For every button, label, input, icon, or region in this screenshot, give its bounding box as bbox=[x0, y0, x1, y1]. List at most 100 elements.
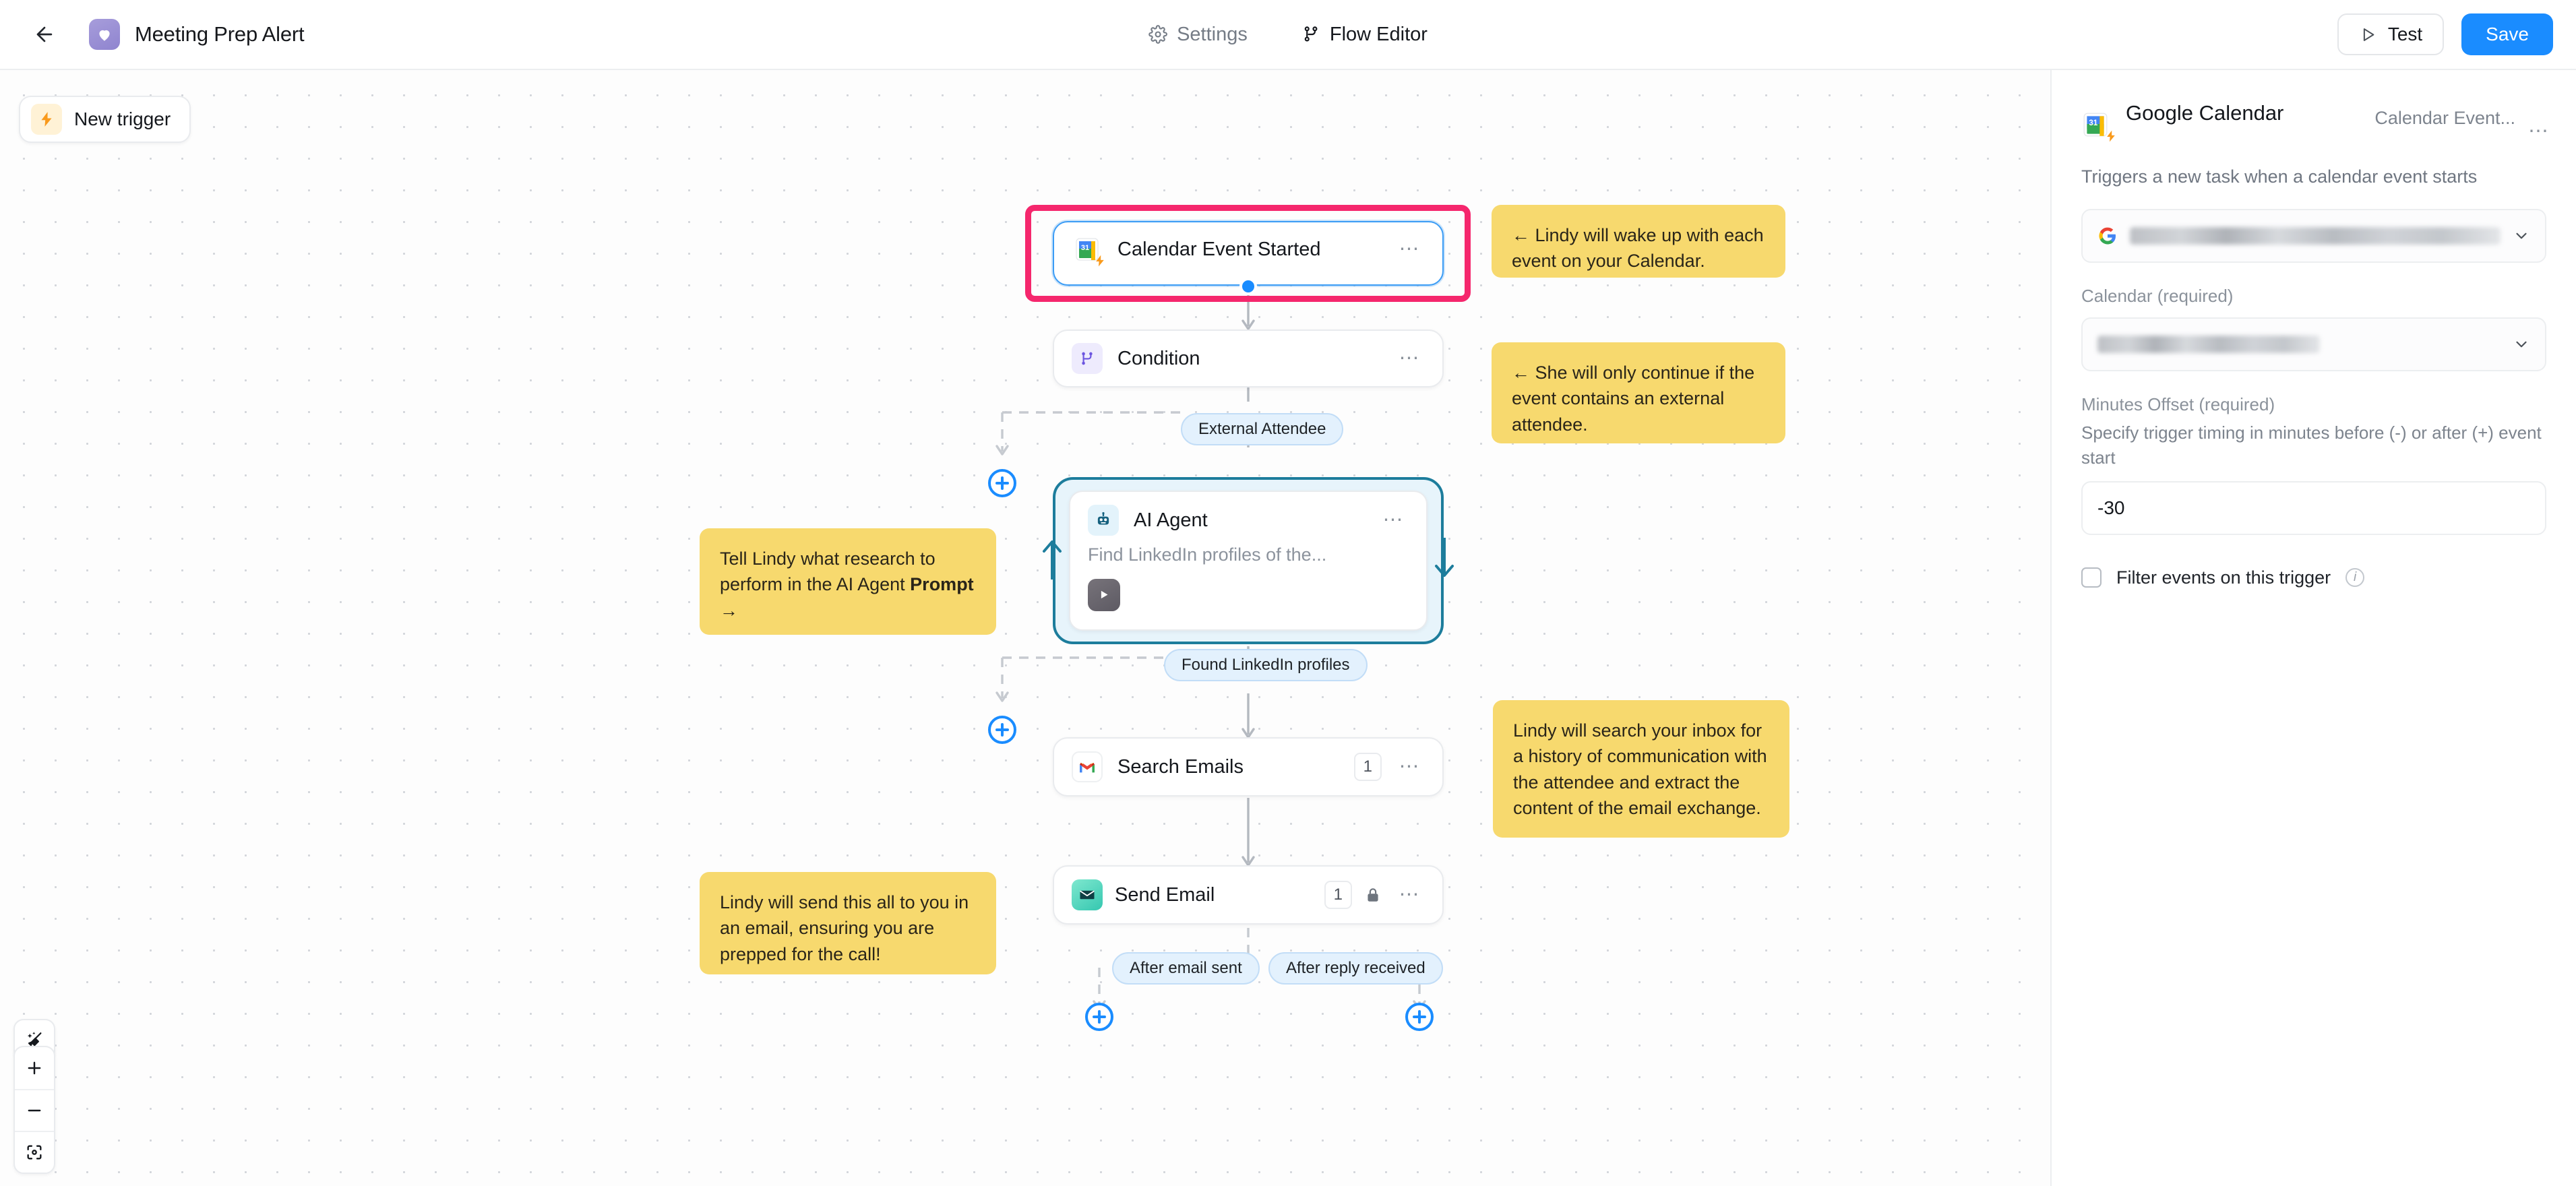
node-calendar-event-started[interactable]: 31 Calendar Event Started ⋯ bbox=[1053, 221, 1444, 286]
calendar-field: Calendar (required) bbox=[2081, 286, 2546, 371]
minus-icon bbox=[28, 1109, 41, 1112]
trigger-config-panel: 31 Google Calendar Calendar Event... ⋯ T… bbox=[2050, 70, 2576, 1186]
note-send-email: Lindy will send this all to you in an em… bbox=[700, 872, 996, 974]
loop-arrow-down-icon bbox=[1435, 538, 1454, 577]
save-button-label: Save bbox=[2486, 24, 2529, 44]
node-search-emails[interactable]: Search Emails 1 ⋯ bbox=[1053, 737, 1444, 797]
note-search-emails: Lindy will search your inbox for a histo… bbox=[1493, 700, 1789, 838]
minutes-offset-field: Minutes Offset (required) Specify trigge… bbox=[2081, 394, 2546, 535]
minutes-offset-label: Minutes Offset (required) bbox=[2081, 394, 2275, 414]
google-account-select[interactable] bbox=[2081, 208, 2546, 263]
note-condition: ← She will only continue if the event co… bbox=[1492, 342, 1785, 443]
node-title: AI Agent bbox=[1134, 509, 1208, 531]
flow-canvas[interactable]: New trigger 31 Calendar Event Started ⋯ bbox=[0, 70, 2050, 1186]
zoom-in-button[interactable] bbox=[15, 1047, 54, 1089]
new-trigger-label: New trigger bbox=[74, 108, 171, 129]
lock-icon bbox=[1364, 885, 1384, 905]
note-trigger: ← Lindy will wake up with each event on … bbox=[1492, 205, 1785, 278]
note-agent-prompt: Tell Lindy what research to perform in t… bbox=[700, 528, 996, 635]
test-button[interactable]: Test bbox=[2337, 13, 2445, 55]
fit-view-button[interactable] bbox=[15, 1131, 54, 1173]
play-icon bbox=[2363, 28, 2374, 41]
back-button[interactable] bbox=[26, 15, 63, 53]
calendar-select[interactable] bbox=[2081, 317, 2546, 371]
google-calendar-icon: 31 bbox=[2081, 111, 2115, 142]
add-step-button-condition-branch[interactable] bbox=[988, 469, 1016, 497]
node-title: Calendar Event Started bbox=[1117, 238, 1321, 260]
test-button-label: Test bbox=[2387, 24, 2423, 44]
node-menu-button[interactable]: ⋯ bbox=[1399, 347, 1421, 369]
panel-title: Google Calendar bbox=[2126, 101, 2284, 125]
lightning-bolt-icon bbox=[2107, 130, 2115, 142]
node-subtitle: Find LinkedIn profiles of the... bbox=[1088, 544, 1327, 565]
calendar-field-label: Calendar (required) bbox=[2081, 285, 2234, 306]
edge-label-after-email-sent[interactable]: After email sent bbox=[1112, 952, 1260, 985]
perplexity-tool-icon[interactable] bbox=[1088, 579, 1120, 611]
node-menu-button[interactable]: ⋯ bbox=[1382, 509, 1405, 531]
plus-icon bbox=[28, 1061, 41, 1075]
add-step-button-after-email-sent[interactable] bbox=[1085, 1003, 1113, 1031]
envelope-icon bbox=[1072, 879, 1103, 910]
minutes-offset-input[interactable]: -30 bbox=[2081, 480, 2546, 535]
panel-subtitle: Calendar Event... bbox=[2374, 108, 2515, 128]
node-condition[interactable]: Condition ⋯ bbox=[1053, 330, 1444, 387]
chevron-down-icon bbox=[2516, 341, 2527, 348]
node-step-badge: 1 bbox=[1353, 753, 1382, 781]
gear-icon bbox=[1148, 25, 1167, 44]
chevron-down-icon bbox=[2516, 232, 2527, 239]
calendar-select-value bbox=[2097, 335, 2320, 353]
node-send-email[interactable]: Send Email 1 ⋯ bbox=[1053, 865, 1444, 925]
google-g-icon bbox=[2099, 227, 2116, 245]
filter-events-row[interactable]: Filter events on this trigger i bbox=[2081, 567, 2546, 588]
node-title: Condition bbox=[1117, 347, 1200, 369]
condition-branch-icon bbox=[1072, 343, 1103, 374]
fit-to-view-icon bbox=[27, 1145, 42, 1160]
robot-icon bbox=[1088, 505, 1119, 536]
lindy-logo-icon bbox=[99, 30, 110, 41]
lightning-bolt-badge bbox=[31, 104, 62, 135]
top-bar: Meeting Prep Alert Settings Flow Editor … bbox=[0, 0, 2576, 70]
tab-flow-editor[interactable]: Flow Editor bbox=[1288, 15, 1441, 54]
node-menu-button[interactable]: ⋯ bbox=[1399, 238, 1421, 260]
filter-events-label: Filter events on this trigger bbox=[2116, 567, 2331, 588]
node-tool-list bbox=[1070, 565, 1426, 627]
magic-broom-icon bbox=[27, 1032, 42, 1047]
lightning-bolt-icon bbox=[41, 112, 52, 127]
node-step-badge: 1 bbox=[1324, 881, 1352, 909]
panel-menu-button[interactable]: ⋯ bbox=[2528, 120, 2550, 142]
add-step-button-agent-branch[interactable] bbox=[988, 716, 1016, 744]
gmail-icon bbox=[1072, 751, 1103, 782]
svg-text:31: 31 bbox=[1081, 244, 1089, 252]
zoom-controls bbox=[13, 1046, 55, 1174]
node-ai-agent[interactable]: AI Agent ⋯ Find LinkedIn profiles of the… bbox=[1069, 491, 1428, 631]
node-output-port[interactable] bbox=[1239, 278, 1257, 295]
google-account-value bbox=[2130, 226, 2501, 245]
save-button[interactable]: Save bbox=[2461, 13, 2553, 55]
tab-settings-label: Settings bbox=[1177, 23, 1248, 45]
edge-label-found-linkedin-profiles[interactable]: Found LinkedIn profiles bbox=[1164, 649, 1368, 681]
add-step-button-after-reply-received[interactable] bbox=[1405, 1003, 1434, 1031]
lightning-bolt-icon bbox=[1096, 255, 1104, 267]
lindy-logo bbox=[89, 19, 120, 50]
svg-text:31: 31 bbox=[2089, 119, 2097, 127]
node-title: Search Emails bbox=[1117, 755, 1244, 778]
tab-flow-editor-label: Flow Editor bbox=[1329, 23, 1428, 45]
flow-branch-icon bbox=[1304, 26, 1318, 42]
tab-settings[interactable]: Settings bbox=[1135, 15, 1261, 54]
panel-description: Triggers a new task when a calendar even… bbox=[2081, 166, 2478, 187]
filter-events-checkbox[interactable] bbox=[2081, 567, 2102, 588]
zoom-out-button[interactable] bbox=[15, 1089, 54, 1131]
node-title: Send Email bbox=[1115, 883, 1215, 906]
back-arrow-icon bbox=[36, 26, 53, 42]
node-menu-button[interactable]: ⋯ bbox=[1399, 755, 1421, 778]
edge-label-after-reply-received[interactable]: After reply received bbox=[1268, 952, 1443, 985]
page-title: Meeting Prep Alert bbox=[135, 22, 305, 46]
new-trigger-button[interactable]: New trigger bbox=[19, 96, 191, 143]
loop-arrow-up-icon bbox=[1043, 540, 1062, 580]
google-calendar-icon: 31 bbox=[1072, 234, 1104, 267]
edge-label-external-attendee[interactable]: External Attendee bbox=[1181, 413, 1344, 445]
info-icon[interactable]: i bbox=[2345, 568, 2365, 588]
top-tabs: Settings Flow Editor bbox=[1135, 15, 1441, 54]
node-menu-button[interactable]: ⋯ bbox=[1399, 883, 1421, 906]
minutes-offset-hint: Specify trigger timing in minutes before… bbox=[2081, 422, 2542, 468]
